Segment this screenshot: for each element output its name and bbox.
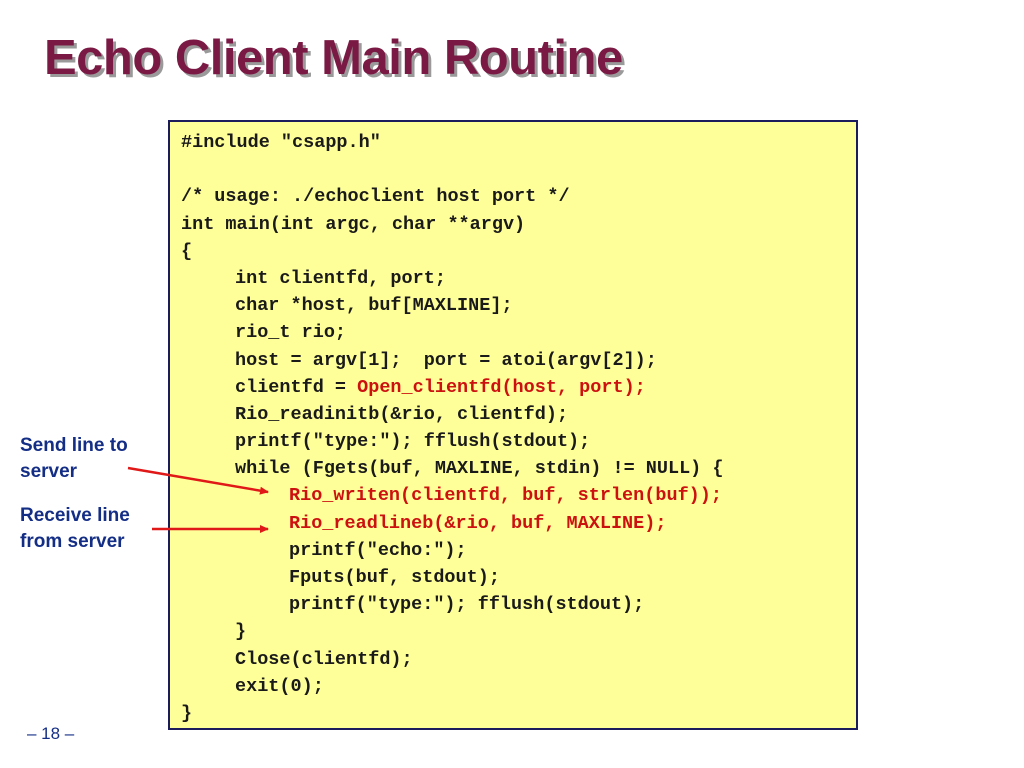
code-line: #include "csapp.h" bbox=[181, 129, 856, 156]
code-text: int clientfd, port; bbox=[235, 267, 446, 289]
code-line: Fputs(buf, stdout); bbox=[181, 564, 856, 591]
code-line: while (Fgets(buf, MAXLINE, stdin) != NUL… bbox=[181, 455, 856, 482]
code-text: exit(0); bbox=[235, 675, 324, 697]
code-line: int main(int argc, char **argv) bbox=[181, 211, 856, 238]
annotation-send-line-2: server bbox=[20, 461, 78, 482]
annotation-receive-line: Receive line from server bbox=[20, 503, 130, 555]
code-line: printf("echo:"); bbox=[181, 537, 856, 564]
code-text: Close(clientfd); bbox=[235, 648, 413, 670]
send-arrow bbox=[127, 466, 269, 495]
code-text: /* usage: ./echoclient host port */ bbox=[181, 186, 570, 208]
code-text: } bbox=[181, 702, 193, 724]
code-line: host = argv[1]; port = atoi(argv[2]); bbox=[181, 347, 856, 374]
code-text: { bbox=[181, 240, 193, 262]
code-highlight: Open_clientfd(host, port); bbox=[357, 376, 646, 398]
code-listing: #include "csapp.h" /* usage: ./echoclient… bbox=[168, 120, 858, 730]
code-line: rio_t rio; bbox=[181, 319, 856, 346]
code-line: exit(0); bbox=[181, 673, 856, 700]
code-line: /* usage: ./echoclient host port */ bbox=[181, 183, 856, 210]
slide-title: Echo Client Main Routine bbox=[44, 31, 623, 85]
code-text: printf("type:"); fflush(stdout); bbox=[289, 594, 645, 616]
page-number: – 18 – bbox=[27, 724, 75, 743]
code-line: char *host, buf[MAXLINE]; bbox=[181, 292, 856, 319]
code-text: } bbox=[235, 621, 247, 643]
code-text: while (Fgets(buf, MAXLINE, stdin) != NUL… bbox=[235, 458, 724, 480]
code-line: printf("type:"); fflush(stdout); bbox=[181, 428, 856, 455]
code-line: { bbox=[181, 238, 856, 265]
code-line: printf("type:"); fflush(stdout); bbox=[181, 591, 856, 618]
annotation-receive-line-2: from server bbox=[20, 531, 125, 552]
code-text: Rio_readinitb(&rio, clientfd); bbox=[235, 403, 569, 425]
code-line: } bbox=[181, 700, 856, 727]
code-highlight: Rio_readlineb(&rio, buf, MAXLINE); bbox=[289, 512, 667, 534]
code-highlight: Rio_writen(clientfd, buf, strlen(buf)); bbox=[289, 485, 722, 507]
annotation-send-line-1: Send line to bbox=[20, 435, 128, 456]
code-text: char *host, buf[MAXLINE]; bbox=[235, 295, 513, 317]
code-text: #include "csapp.h" bbox=[181, 132, 381, 153]
code-text: printf("type:"); fflush(stdout); bbox=[235, 431, 591, 453]
code-line: Rio_readlineb(&rio, buf, MAXLINE); bbox=[181, 510, 856, 537]
code-line: } bbox=[181, 618, 856, 645]
code-text: printf("echo:"); bbox=[289, 539, 467, 561]
code-line: Rio_readinitb(&rio, clientfd); bbox=[181, 401, 856, 428]
code-text: host = argv[1]; port = atoi(argv[2]); bbox=[235, 349, 657, 371]
code-text: clientfd = bbox=[235, 376, 358, 398]
code-text: Fputs(buf, stdout); bbox=[289, 567, 500, 588]
code-line: int clientfd, port; bbox=[181, 265, 856, 292]
code-line: Rio_writen(clientfd, buf, strlen(buf)); bbox=[181, 482, 856, 509]
code-text: int main(int argc, char **argv) bbox=[181, 213, 526, 235]
code-line: Close(clientfd); bbox=[181, 646, 856, 673]
code-line: clientfd = Open_clientfd(host, port); bbox=[181, 374, 856, 401]
code-text: rio_t rio; bbox=[235, 322, 347, 344]
annotation-send-line: Send line to server bbox=[20, 433, 128, 485]
annotation-receive-line-1: Receive line bbox=[20, 505, 130, 526]
